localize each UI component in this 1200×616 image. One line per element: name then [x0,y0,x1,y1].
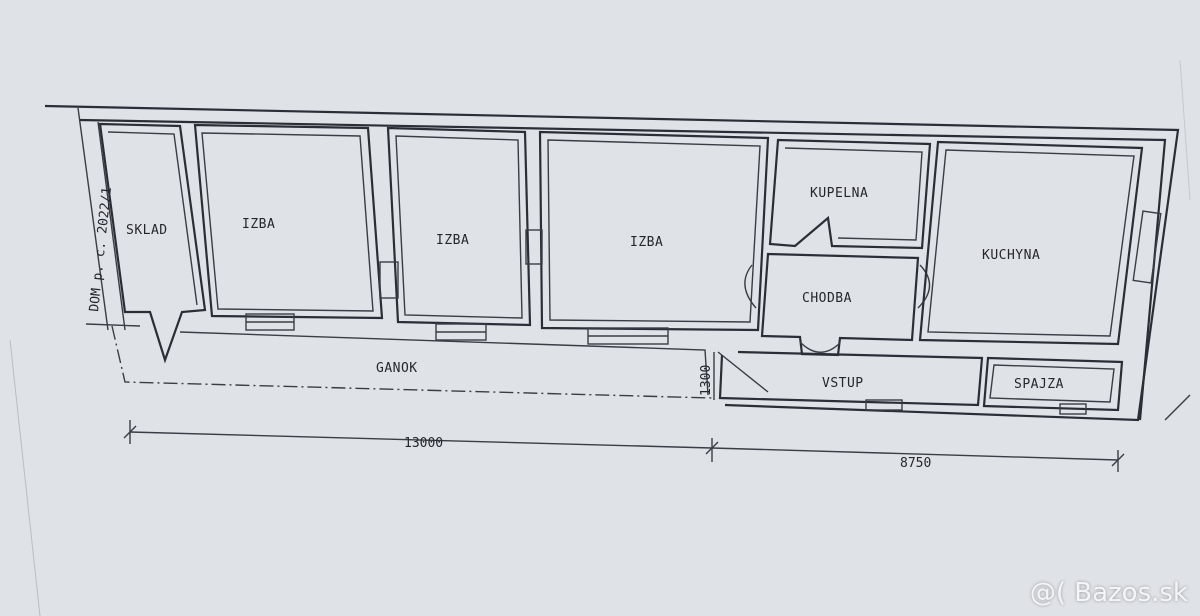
paper-edge [1179,59,1191,201]
window [865,399,903,411]
room-izba-2 [379,126,532,341]
room-kupelna [768,138,932,250]
label-ganok: GANOK [376,361,418,376]
room-vstup [717,350,984,411]
label-izba-1: IZBA [242,217,275,232]
label-izba-3: IZBA [630,235,663,250]
door-opening [525,229,543,265]
door-opening [379,261,399,299]
label-spajza: SPAJZA [1014,377,1064,392]
room-spajza [982,356,1124,415]
room-izba-1 [193,123,384,331]
label-kuchyna: KUCHYNA [982,248,1040,263]
label-kupelna: KUPELNA [810,186,868,201]
room-ganok [111,325,713,399]
watermark-logo: @( Bazos.sk [1029,578,1188,608]
room-izba-3 [525,130,770,345]
label-izba-2: IZBA [436,233,469,248]
label-chodba: CHODBA [802,291,852,306]
room-sklad [98,122,207,364]
room-kuchyna [918,140,1162,346]
label-sklad: SKLAD [126,223,168,238]
dimension-lines [123,352,1191,472]
window [1132,210,1162,284]
side-label-leader [85,323,141,327]
paper-edge [9,339,41,616]
dimension-length-left: 13000 [404,436,443,451]
label-vstup: VSTUP [822,376,864,391]
dimension-depth-entry: 1300 [699,365,714,396]
outer-wall [44,104,1180,422]
window [1059,403,1087,415]
dimension-length-right: 8750 [900,456,931,471]
